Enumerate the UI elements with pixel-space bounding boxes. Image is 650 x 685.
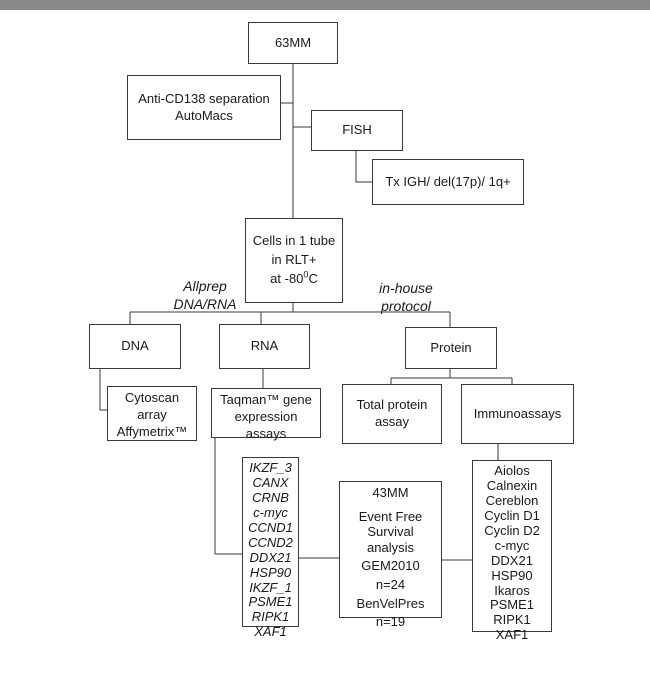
protein-item: RIPK1 [493, 612, 531, 628]
gene-item: CCND2 [248, 534, 293, 550]
allprep-line-1: Allprep [183, 278, 227, 294]
total-protein-line-1: Total protein [356, 397, 428, 413]
separation-line-2: AutoMacs [175, 107, 233, 123]
cytoscan-line-2: array [137, 406, 167, 422]
protein-item: XAF1 [495, 627, 529, 643]
fish-result-node: Tx IGH/ del(17p)/ 1q+ [372, 159, 524, 205]
survival-line: Survival [367, 524, 414, 540]
total-protein-node: Total protein assay [342, 384, 442, 444]
cytoscan-line-3: Affymetrix™ [116, 423, 188, 439]
cytoscan-node: Cytoscan array Affymetrix™ [107, 386, 197, 441]
cells-temp-sup: 0 [303, 269, 309, 280]
cytoscan-line-1: Cytoscan [124, 390, 180, 405]
total-protein-line-2: assay [375, 414, 409, 429]
protein-item: PSME1 [489, 597, 535, 613]
survival-line: analysis [367, 539, 414, 555]
inhouse-label: in-house protocol [365, 280, 447, 315]
taqman-line-3: assays [245, 425, 287, 441]
inhouse-line-2: protocol [381, 297, 431, 314]
gene-item: XAF1 [254, 624, 287, 640]
survival-line: BenVelPres [356, 595, 425, 611]
gene-item: PSME1 [248, 594, 293, 610]
protein-item: Aiolos [494, 463, 530, 478]
root-node: 63MM [248, 22, 338, 64]
gene-item: CRNB [252, 489, 289, 505]
protein-item: Ikaros [494, 582, 530, 598]
protein-item: c-myc [494, 537, 530, 553]
gene-item: IKZF_3 [249, 460, 292, 475]
survival-line: n=24 [375, 576, 406, 592]
immunoassays-label: Immunoassays [473, 405, 562, 421]
cells-line-3: at -800C [270, 270, 318, 289]
survival-line: n=19 [375, 614, 406, 630]
gene-item: RIPK1 [251, 609, 290, 625]
dna-node: DNA [89, 324, 181, 369]
rna-node: RNA [219, 324, 310, 369]
survival-line: GEM2010 [361, 558, 420, 574]
protein-targets-node: Aiolos Calnexin Cereblon Cyclin D1 Cycli… [472, 460, 552, 642]
gene-item: HSP90 [249, 564, 292, 580]
protein-item: Calnexin [486, 477, 538, 493]
immunoassays-node: Immunoassays [461, 384, 574, 444]
protein-node: Protein [405, 327, 497, 369]
gene-item: c-myc [253, 504, 288, 520]
allprep-label: Allprep DNA/RNA [160, 278, 250, 313]
protein-label: Protein [430, 339, 472, 355]
fish-node: FISH [311, 110, 403, 151]
gene-item: DDX21 [249, 549, 292, 565]
protein-item: Cyclin D2 [484, 522, 540, 538]
cells-node: Cells in 1 tube in RLT+ at -800C [245, 218, 343, 303]
fish-result-label: Tx IGH/ del(17p)/ 1q+ [385, 173, 511, 189]
separation-node: Anti-CD138 separation AutoMacs [127, 75, 281, 140]
top-border [0, 0, 650, 10]
survival-analysis-node: 43MM Event Free Survival analysis GEM201… [339, 481, 442, 629]
gene-item: CCND1 [248, 519, 293, 535]
protein-item: HSP90 [491, 567, 533, 583]
fish-label: FISH [342, 122, 372, 138]
taqman-line-1: Taqman™ gene [220, 392, 312, 407]
dna-label: DNA [121, 338, 149, 354]
inhouse-line-1: in-house [379, 280, 433, 296]
root-label: 63MM [274, 34, 312, 50]
gene-item: IKZF_1 [249, 579, 292, 595]
survival-line: 43MM [372, 485, 409, 500]
taqman-node: Taqman™ gene expression assays [211, 388, 321, 441]
rna-label: RNA [250, 338, 279, 354]
cells-temp-unit: C [308, 270, 318, 286]
protein-item: Cyclin D1 [484, 507, 540, 523]
allprep-line-2: DNA/RNA [173, 295, 237, 312]
genes-list-node: IKZF_3 CANX CRNB c-myc CCND1 CCND2 DDX21… [242, 457, 299, 639]
protein-item: DDX21 [491, 552, 533, 568]
protein-item: Cereblon [485, 492, 539, 508]
cells-temp: at -80 [270, 270, 304, 286]
cells-line-2: in RLT+ [271, 252, 317, 268]
cells-line-1: Cells in 1 tube [252, 233, 336, 249]
separation-line-1: Anti-CD138 separation [138, 90, 270, 106]
survival-line: Event Free [358, 508, 423, 524]
gene-item: CANX [252, 474, 289, 490]
taqman-line-2: expression [234, 408, 298, 424]
